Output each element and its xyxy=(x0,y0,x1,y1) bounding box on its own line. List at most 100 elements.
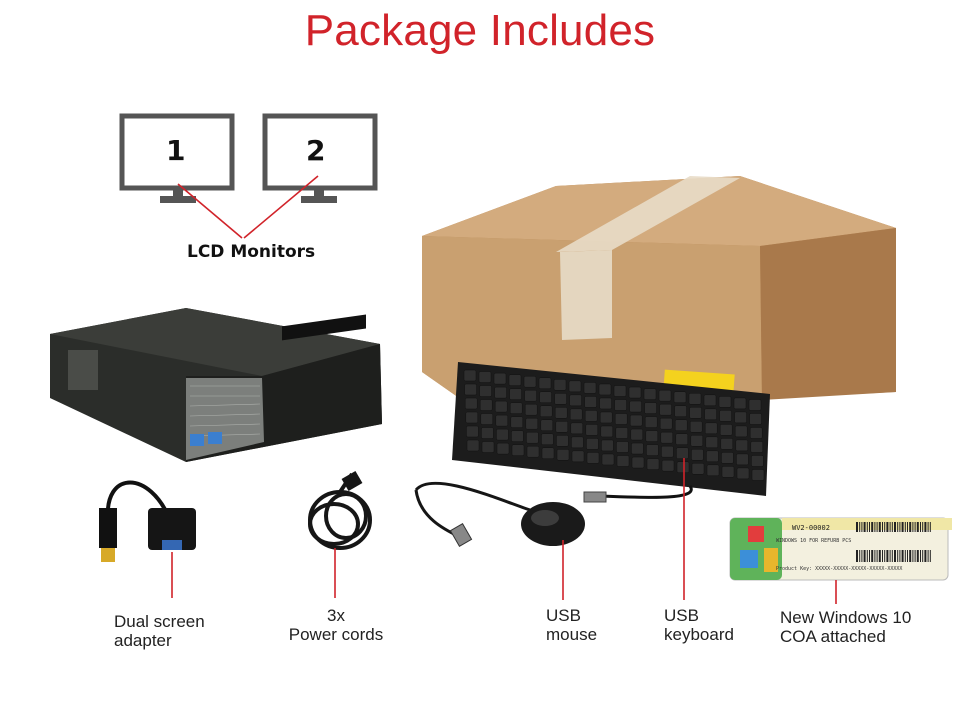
keyboard-key xyxy=(586,438,599,450)
keyboard-key xyxy=(525,417,539,430)
keyboard-key xyxy=(703,394,717,407)
keyboard-key xyxy=(751,469,765,481)
keyboard-key xyxy=(481,427,494,439)
keyboard-key xyxy=(734,411,747,424)
keyboard-key xyxy=(676,447,689,459)
keyboard-key xyxy=(479,385,492,397)
keyboard-key xyxy=(523,375,537,388)
keyboard-key xyxy=(675,433,689,445)
barcode-bar xyxy=(889,522,891,532)
keyboard-key xyxy=(556,449,570,461)
adapter-label-line-2: adapter xyxy=(114,631,172,650)
keyboard-label-line-2: keyboard xyxy=(664,625,734,644)
monitor-callout-lines xyxy=(177,175,319,239)
keyboard-key xyxy=(614,413,628,425)
coa-sticker-image: WV2-00002 WINDOWS 10 FOR REFURB PCS Prod… xyxy=(729,517,952,581)
keyboard-key xyxy=(688,393,702,405)
usb-keyboard-image xyxy=(452,362,770,503)
barcode-bar xyxy=(897,550,899,562)
barcode-bar xyxy=(927,550,929,562)
keyboard-key xyxy=(748,399,762,411)
keyboard-key xyxy=(689,407,702,419)
keyboard-key xyxy=(659,417,673,430)
adapter-label-line-1: Dual screen xyxy=(114,612,205,631)
barcode-bar xyxy=(863,522,866,532)
barcode-bar xyxy=(904,522,906,532)
keyboard-key xyxy=(706,464,720,477)
keyboard-key xyxy=(463,369,477,382)
adapter-label: Dual screen adapter xyxy=(114,612,205,650)
keyboard-key xyxy=(466,425,479,438)
barcode-bar xyxy=(894,522,896,532)
keyboard-key xyxy=(511,430,524,442)
keyboard-label: USB keyboard xyxy=(664,606,734,644)
barcode-bar xyxy=(874,522,876,532)
barcode-bar xyxy=(916,522,919,532)
keyboard-key xyxy=(631,442,644,455)
keyboard-key xyxy=(526,431,539,444)
keyboard-key xyxy=(480,413,494,425)
keyboard-key xyxy=(569,394,582,407)
lcd-monitors-label: LCD Monitors xyxy=(187,242,316,262)
keyboard-key xyxy=(539,391,552,403)
barcode-bar xyxy=(912,550,914,562)
keyboard-key xyxy=(479,399,493,411)
keyboard-key xyxy=(674,419,688,431)
keyboard-key xyxy=(631,456,645,469)
keyboard-key xyxy=(704,408,717,421)
keyboard-key xyxy=(509,388,522,400)
keyboard-key xyxy=(554,393,567,405)
coa-label: New Windows 10 COA attached xyxy=(780,608,911,646)
page-title: Package Includes xyxy=(304,6,656,55)
keyboard-key xyxy=(614,399,627,411)
barcode-bar xyxy=(876,550,878,562)
power-cords-label-line-2: Power cords xyxy=(288,625,384,644)
keyboard-key xyxy=(586,452,600,464)
barcode-bar xyxy=(927,522,929,532)
keyboard-key xyxy=(464,397,478,410)
keyboard-key xyxy=(493,372,507,385)
barcode-bar xyxy=(866,550,868,562)
keyboard-label-line-1: USB xyxy=(664,606,699,625)
power-cords-label-line-1: 3x xyxy=(327,606,345,625)
barcode-bar xyxy=(916,550,919,562)
keyboard-key xyxy=(733,397,747,410)
barcode-bar xyxy=(901,522,904,532)
keyboard-key xyxy=(554,407,568,419)
barcode-bar xyxy=(929,522,931,532)
keyboard-key xyxy=(659,403,672,416)
mouse-label-line-2: mouse xyxy=(546,625,598,644)
keyboard-key xyxy=(496,442,510,455)
barcode-bar xyxy=(922,550,924,562)
barcode-bar xyxy=(909,550,912,562)
keyboard-key xyxy=(749,413,762,425)
barcode-bar xyxy=(907,550,908,562)
barcode-bar xyxy=(886,522,889,532)
keyboard-key xyxy=(494,386,507,399)
keyboard-key xyxy=(630,428,644,441)
keyboard-key xyxy=(629,414,643,427)
keyboard-key xyxy=(616,455,630,467)
barcode-bar xyxy=(899,550,901,562)
keyboard-key xyxy=(660,431,674,444)
barcode-bar xyxy=(871,550,874,562)
keyboard-key xyxy=(734,425,748,438)
barcode-bar xyxy=(859,550,861,562)
keyboard-key xyxy=(540,419,554,431)
barcode-bar xyxy=(901,550,904,562)
mouse-label: USB mouse xyxy=(546,606,597,644)
keyboard-key xyxy=(706,450,719,463)
keyboard-key xyxy=(466,439,480,452)
keyboard-key xyxy=(689,421,703,433)
keyboard-key xyxy=(736,467,750,480)
monitor-1-number: 1 xyxy=(166,134,186,167)
barcode-bar xyxy=(861,522,863,532)
barcode-bar xyxy=(912,522,914,532)
keyboard-key xyxy=(704,422,718,435)
keyboard-key xyxy=(690,435,704,447)
barcode-bar xyxy=(909,522,912,532)
power-cords-image xyxy=(308,472,372,550)
desktop-pc-image xyxy=(50,308,382,462)
keyboard-key xyxy=(599,397,612,410)
barcode-bar xyxy=(866,522,868,532)
